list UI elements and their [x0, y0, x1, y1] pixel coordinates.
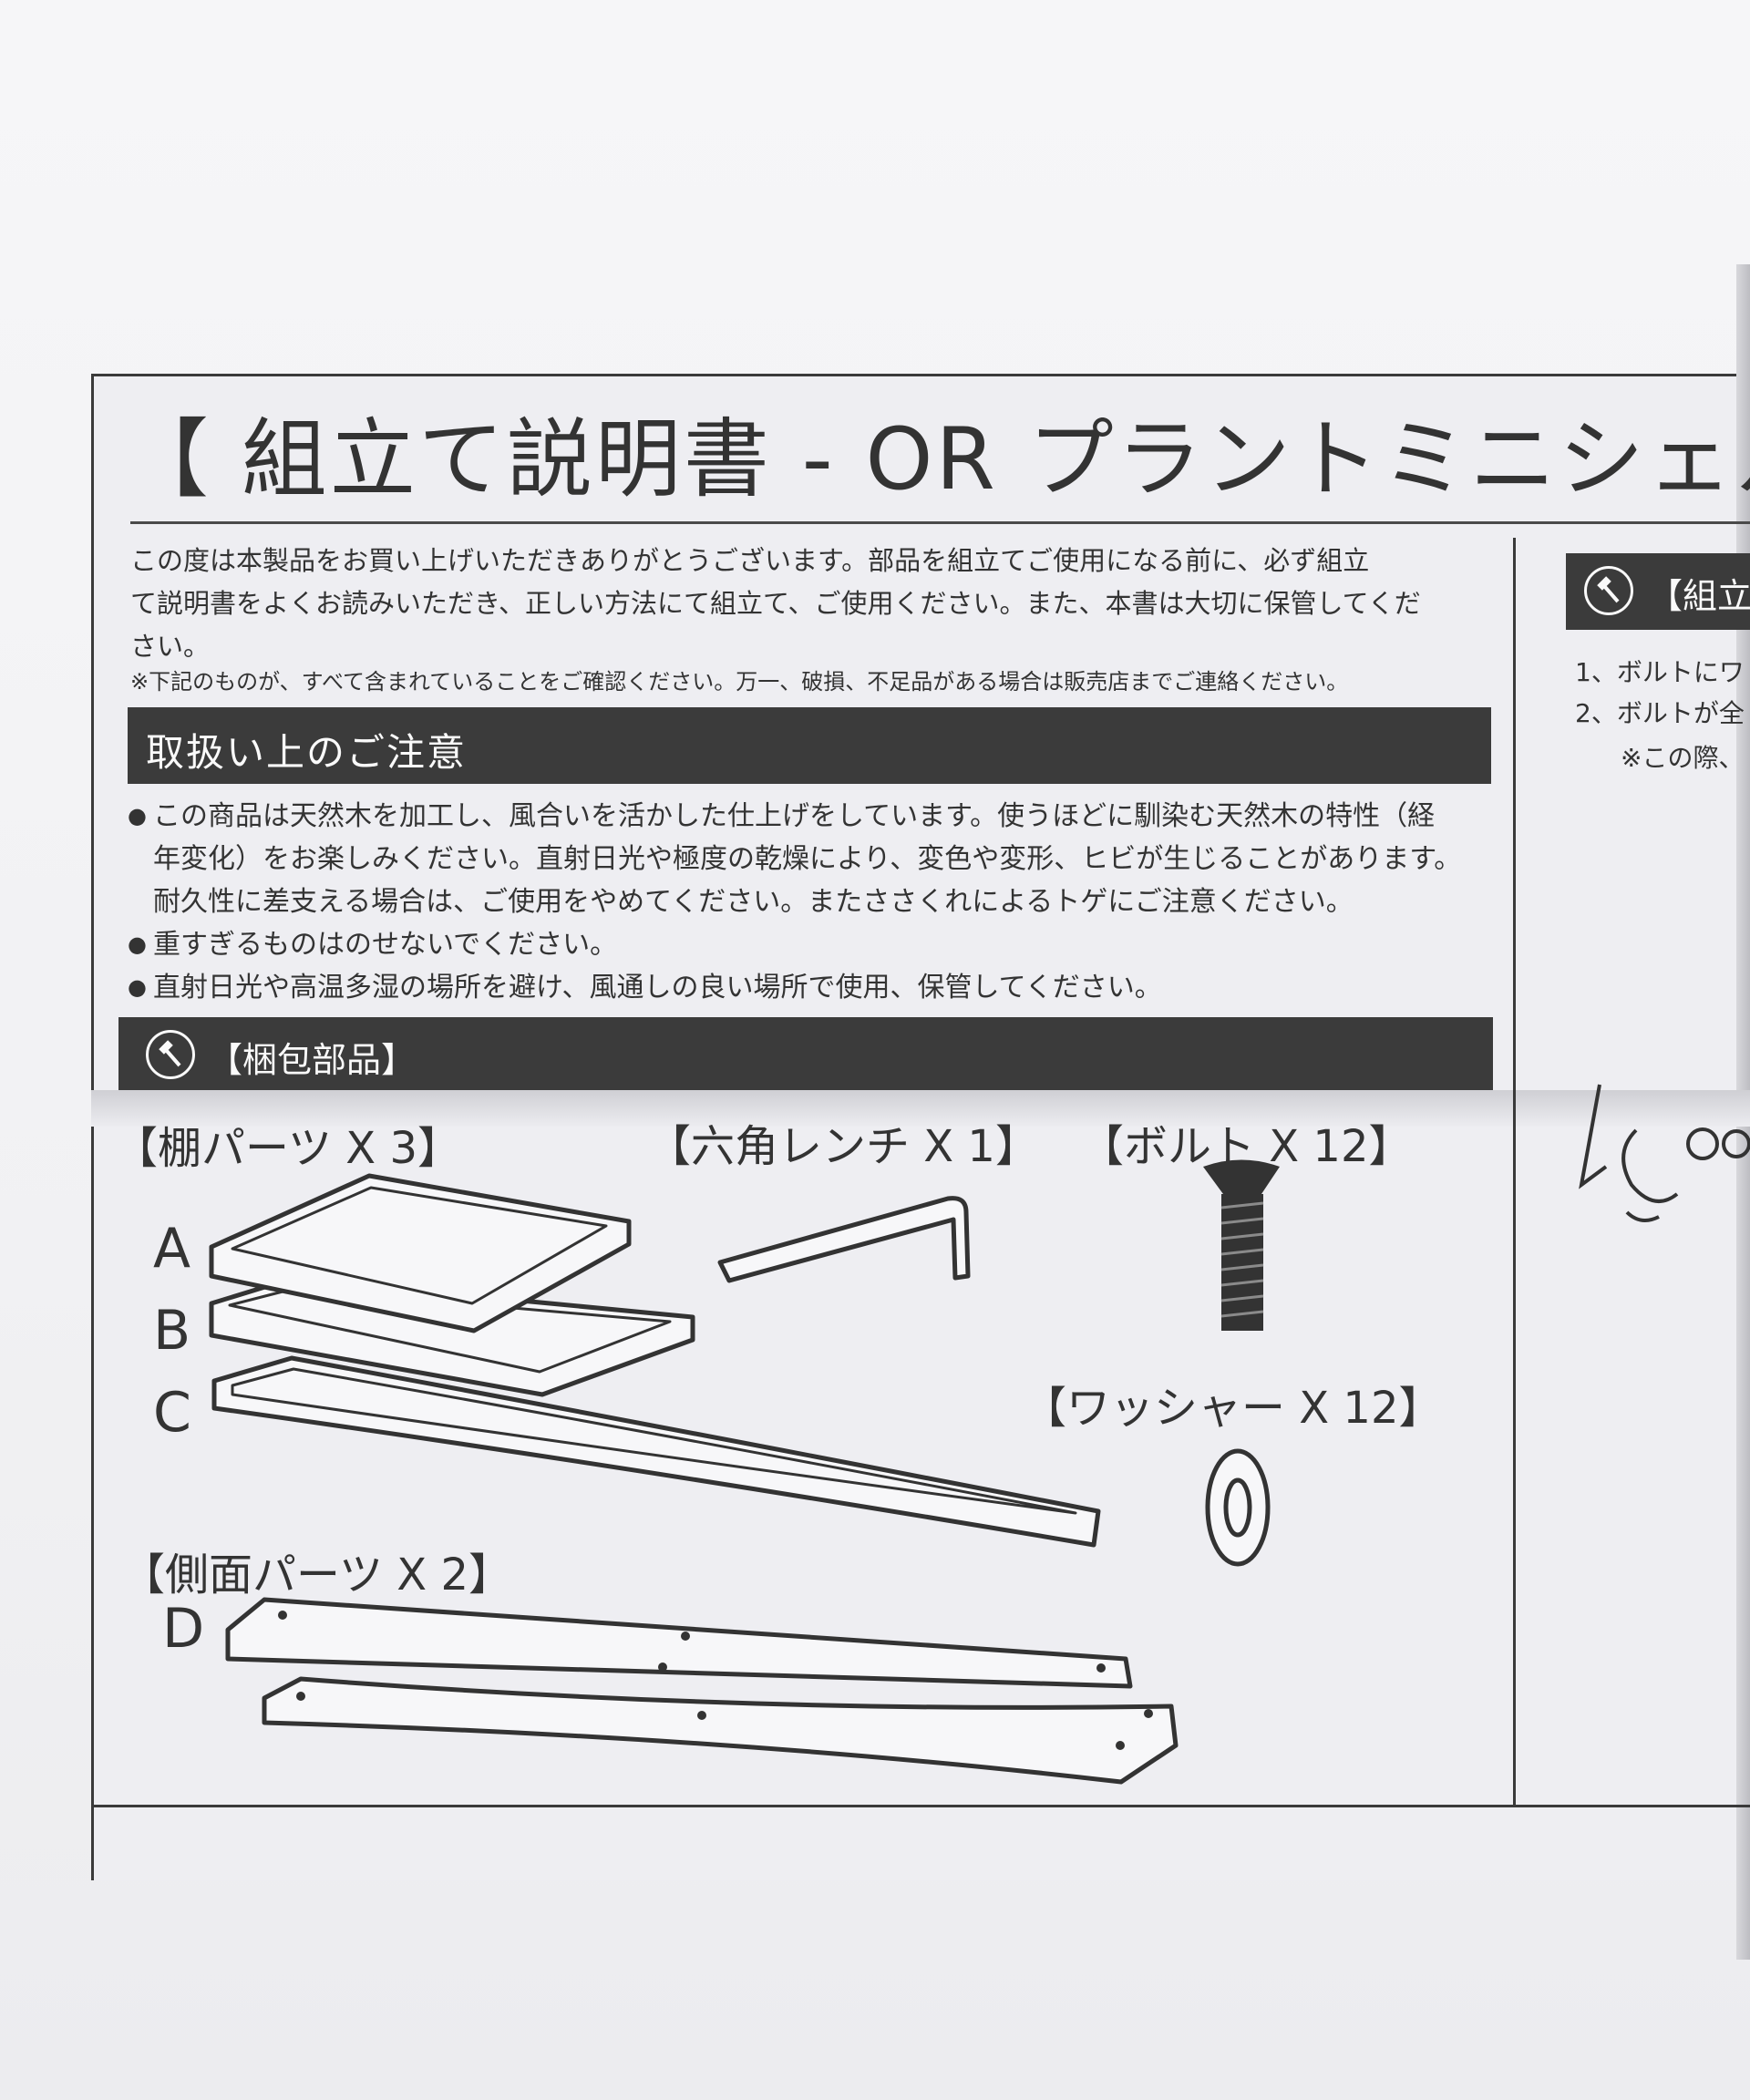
bolt-icon: [1203, 1159, 1280, 1331]
shelf-part-c: [211, 1355, 1101, 1548]
hex-wrench-label: 【六角レンチ X 1】: [647, 1121, 1039, 1172]
paper-fold-crease: [91, 1090, 1750, 1127]
assembly-heading: 【組立: [1648, 576, 1750, 616]
sheet-bottom-border: [94, 1805, 1750, 1807]
shelf-letter-a: A: [153, 1217, 191, 1281]
title-divider: [130, 521, 1750, 524]
hex-wrench-icon: [717, 1196, 971, 1283]
intro-paragraph: この度は本製品をお買い上げいただきありがとうございます。部品を組立てご使用になる…: [130, 545, 1421, 662]
hammer-icon: [146, 1030, 195, 1079]
parts-heading: 【梱包部品】: [208, 1040, 417, 1080]
caution-item-1: この商品は天然木を加工し、風合いを活かした仕上げをしています。使うほどに馴染む天…: [128, 795, 1495, 923]
caution-heading: 取扱い上のご注意: [146, 730, 468, 775]
washer-icon: [1205, 1448, 1271, 1567]
shelf-parts-label: 【棚パーツ X 3】: [114, 1123, 461, 1174]
parts-heading-band: 【梱包部品】: [118, 1017, 1493, 1094]
assembly-step-1: 1、ボルトにワ: [1575, 657, 1745, 687]
shelf-letter-c: C: [153, 1381, 191, 1445]
side-part-d-1: [225, 1597, 1133, 1689]
page-title: 【 組立て説明書 - OR プラントミニシェルフ 】: [123, 410, 1750, 510]
hammer-icon: [1584, 566, 1633, 615]
side-part-d-2: [262, 1676, 1179, 1785]
shelf-letter-b: B: [153, 1299, 191, 1363]
caution-heading-band: 取扱い上のご注意: [128, 707, 1491, 784]
caution-item-2: 重すぎるものはのせないでください。: [128, 923, 1495, 966]
shelf-part-a: [209, 1173, 632, 1333]
caution-list: この商品は天然木を加工し、風合いを活かした仕上げをしています。使うほどに馴染む天…: [128, 795, 1495, 1009]
washer-label: 【ワッシャー X 12】: [1023, 1383, 1443, 1434]
side-parts-label: 【側面パーツ X 2】: [121, 1549, 512, 1601]
intro-note: ※下記のものが、すべて含まれていることをご確認ください。万一、破損、不足品がある…: [130, 669, 1349, 695]
assembly-step-2: 2、ボルトが全: [1575, 698, 1745, 728]
caution-item-3: 直射日光や高温多湿の場所を避け、風通しの良い場所で使用、保管してください。: [128, 966, 1495, 1009]
assembly-heading-band: 【組立: [1566, 553, 1750, 630]
column-divider: [1513, 538, 1516, 1805]
side-letter-d: D: [162, 1597, 205, 1661]
assembly-step-note: ※この際、: [1621, 743, 1745, 773]
assembly-sketch: [1579, 1084, 1750, 1222]
